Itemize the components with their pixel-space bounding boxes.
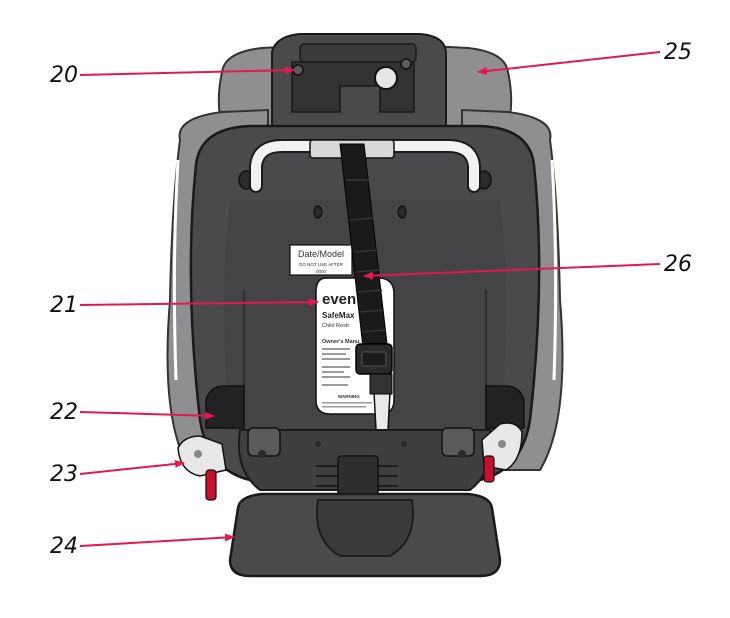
callout-24: 24 [50,534,78,559]
headrest-screw-left [292,64,304,76]
sticker-title: Date/Model [298,249,344,259]
headrest-screw-right [400,58,412,70]
sticker-line1: DO NOT USE AFTER [299,262,343,267]
manual-brand: even [322,291,356,308]
shoulder-belt-slots [205,385,525,429]
arrow-25 [477,51,661,75]
callout-arrows [79,51,661,547]
date-model-sticker: Date/Model DO NOT USE AFTER 0000 [289,244,353,276]
callout-21: 21 [50,293,78,318]
callout-26: 26 [664,252,692,277]
headrest-knob [374,66,398,90]
latch-connector-left [177,435,227,501]
sticker-line2: 0000 [316,269,327,274]
manual-subtitle: Child Restr [322,323,349,329]
latch-connector-right [481,422,523,483]
manual-warning: WARNING [338,394,360,399]
arrow-22 [79,411,215,420]
callout-20: 20 [50,63,78,88]
callout-25: 25 [664,40,692,65]
belt-guides [247,427,475,458]
arrow-21 [79,298,319,307]
center-adjuster [337,455,379,497]
arrow-26 [363,263,661,280]
manual-product: SafeMax [322,311,355,320]
base-center-channel [316,499,414,557]
manual-heading: Owner's Manu [322,339,359,345]
arrow-20 [79,66,295,76]
callout-22: 22 [50,400,78,425]
headrest-top-plate [299,43,417,63]
arrow-23 [79,459,185,475]
arrow-24 [79,533,235,547]
callout-23: 23 [50,462,78,487]
manual-text-blocks [322,348,350,386]
